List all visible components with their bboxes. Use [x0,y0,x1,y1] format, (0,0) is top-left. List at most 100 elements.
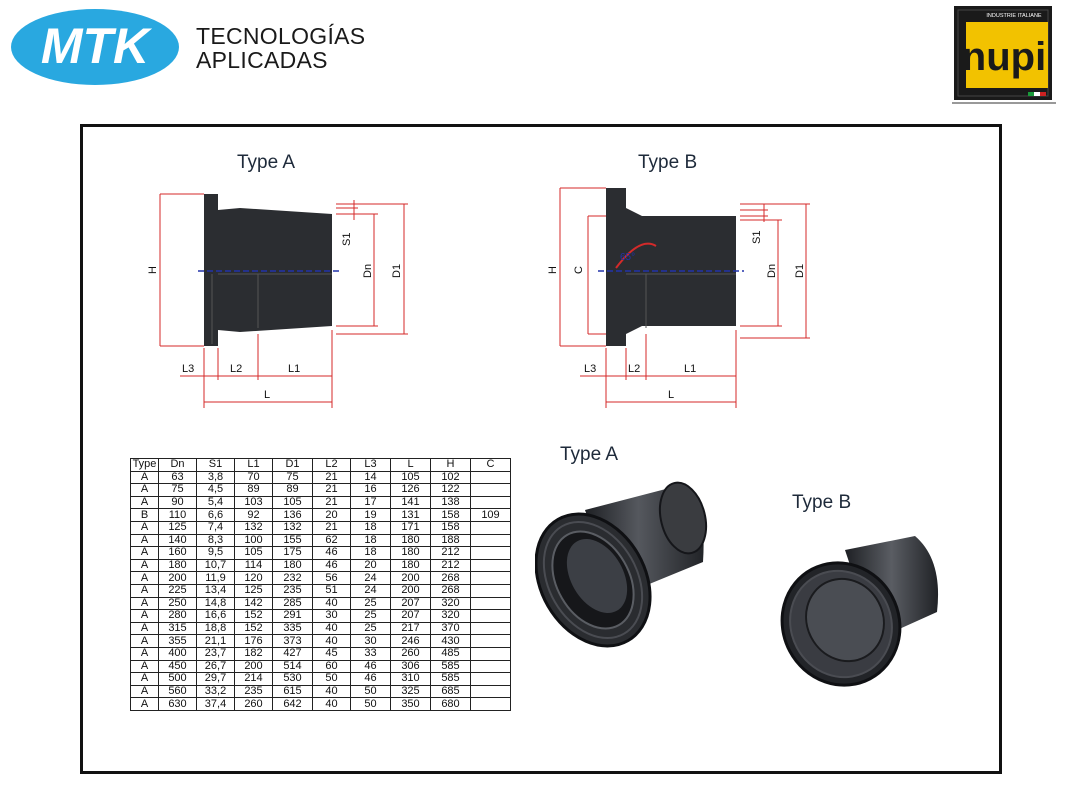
table-cell: 26,7 [196,659,235,674]
table-cell: 21 [312,470,351,485]
table-cell: 6,6 [196,508,235,522]
table-cell: 33 [350,646,391,661]
nupi-tagline: INDUSTRIE ITALIANE [986,13,1042,19]
table-cell: 370 [430,621,471,636]
table-cell: 200 [234,659,273,674]
table-cell: 125 [158,520,197,535]
dim-d1-a: D1 [391,264,403,278]
table-cell: A [130,621,159,636]
table-cell: 131 [390,508,431,522]
table-cell: 585 [430,659,471,674]
drawing-type-a: H Dn D1 S1 L3 L2 L1 L [147,193,408,408]
table-cell: 200 [390,571,431,585]
table-cell: 20 [312,508,351,522]
dim-l-a: L [264,389,270,401]
table-header-cell: D1 [272,458,313,472]
table-cell: 25 [350,621,391,636]
table-cell: 9,5 [196,546,235,560]
table-cell: 176 [234,634,273,648]
table-cell: 500 [158,672,197,686]
table-cell [470,571,511,585]
table-cell: 40 [312,697,351,711]
table-cell: 315 [158,621,197,636]
table-cell [470,583,511,598]
company-line-2: APLICADAS [196,47,328,73]
table-cell: 355 [158,634,197,648]
table-cell: 16 [350,483,391,497]
table-cell: 260 [390,646,431,661]
table-cell: 18,8 [196,621,235,636]
table-cell: 21 [312,495,351,510]
table-cell: 21,1 [196,634,235,648]
table-cell: 188 [430,533,471,548]
table-cell: 120 [234,571,273,585]
table-cell: 680 [430,697,471,711]
table-cell: 90 [158,495,197,510]
table-cell: 37,4 [196,697,235,711]
nupi-logo-text: nupi [962,35,1046,79]
table-cell: 427 [272,646,313,661]
table-cell: 18 [350,520,391,535]
table-header-cell: H [430,458,471,472]
table-cell: 320 [430,596,471,611]
table-cell: 24 [350,571,391,585]
table-cell: 485 [430,646,471,661]
table-cell [470,596,511,611]
table-cell: A [130,571,159,585]
table-cell: 126 [390,483,431,497]
table-cell: 56 [312,571,351,585]
table-cell: 630 [158,697,197,711]
table-cell: 70 [234,470,273,485]
table-cell: A [130,533,159,548]
table-cell: A [130,684,159,699]
table-cell: 260 [234,697,273,711]
dim-l3-a: L3 [182,363,194,375]
table-cell: 46 [312,558,351,573]
dim-dn-a: Dn [362,264,374,278]
table-cell [470,558,511,573]
table-cell: 207 [390,596,431,611]
table-cell: 18 [350,546,391,560]
table-cell: 40 [312,621,351,636]
table-cell: 46 [350,659,391,674]
table-cell: 20 [350,558,391,573]
table-cell: 33,2 [196,684,235,699]
table-cell: 132 [234,520,273,535]
table-cell: 155 [272,533,313,548]
table-cell: 14,8 [196,596,235,611]
table-cell: 530 [272,672,313,686]
table-cell: 158 [430,520,471,535]
table-cell: A [130,470,159,485]
table-cell: A [130,659,159,674]
table-cell: 24 [350,583,391,598]
table-cell: 45 [312,646,351,661]
dim-l2-b: L2 [628,363,640,375]
table-header-cell: L3 [350,458,391,472]
table-cell: 180 [390,558,431,573]
table-cell: 180 [390,546,431,560]
table-cell: 60 [312,659,351,674]
table-header-cell: L [390,458,431,472]
table-cell: 268 [430,571,471,585]
table-cell: 182 [234,646,273,661]
table-cell: 225 [158,583,197,598]
table-cell: 8,3 [196,533,235,548]
table-cell: 50 [312,672,351,686]
table-cell [470,520,511,535]
table-cell: 21 [312,483,351,497]
table-cell: 50 [350,684,391,699]
dim-c-b: C [573,266,585,274]
table-cell: A [130,672,159,686]
table-cell: 235 [234,684,273,699]
table-cell: 62 [312,533,351,548]
dim-l3-b: L3 [584,363,596,375]
table-cell [470,495,511,510]
table-cell: 615 [272,684,313,699]
